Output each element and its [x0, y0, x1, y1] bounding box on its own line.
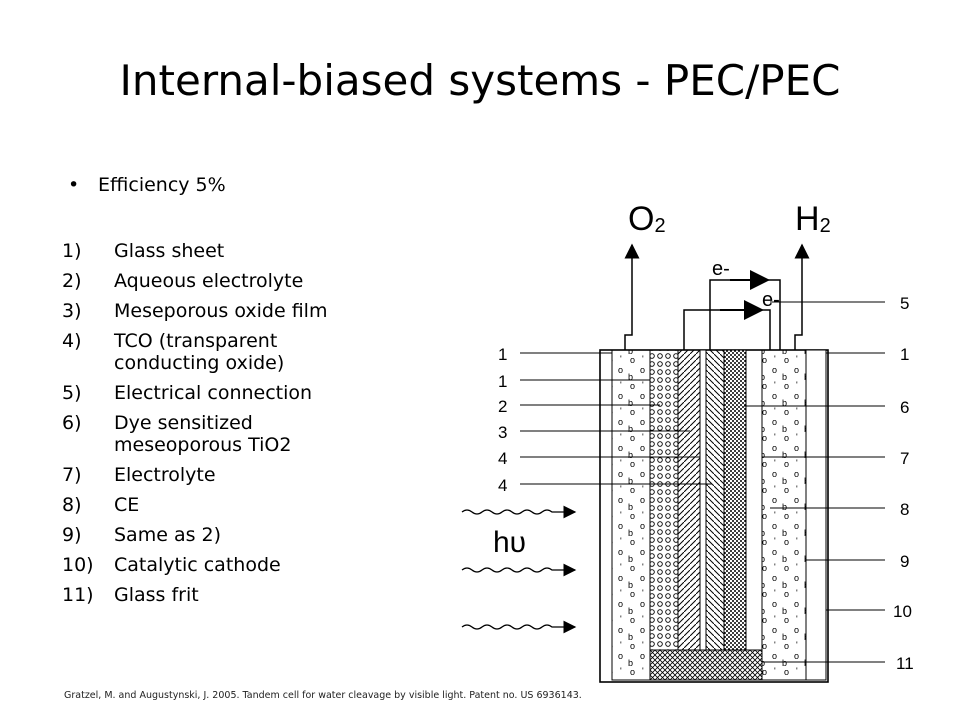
- list-number: 8): [62, 494, 82, 516]
- callout-label: 11: [896, 654, 914, 673]
- callout-label: 1: [498, 345, 507, 364]
- hydrogen-label: H2: [795, 200, 831, 238]
- efficiency-bullet: • Efficiency 5%: [68, 174, 226, 196]
- list-item: 5) Electrical connection: [62, 378, 374, 408]
- list-number: 3): [62, 300, 82, 322]
- callout-label: 1: [498, 372, 507, 391]
- list-text: Electrical connection: [114, 382, 313, 404]
- component-list: 1) Glass sheet 2) Aqueous electrolyte 3) Me…: [62, 236, 374, 610]
- list-number: 5): [62, 382, 82, 404]
- list-number: 7): [62, 464, 82, 486]
- bullet-dot-icon: •: [68, 174, 80, 196]
- callout-label: 4: [498, 449, 507, 468]
- left-callouts: 1 1 2 3 4 4: [498, 345, 712, 495]
- electron-label-bottom: e-: [762, 289, 780, 311]
- list-number: 11): [62, 584, 94, 606]
- electrical-connection: [683, 270, 781, 350]
- right-callouts: 5 1 6 7 8 9 10 11: [744, 294, 914, 673]
- callout-label: 5: [900, 294, 909, 313]
- electron-label-top: e-: [712, 258, 730, 280]
- list-item: 1) Glass sheet: [62, 236, 374, 266]
- incident-light-arrows: [461, 505, 577, 634]
- callout-label: 2: [498, 397, 507, 416]
- callout-label: 4: [498, 476, 507, 495]
- list-text: Meseporous oxide film: [114, 300, 328, 322]
- list-text: Catalytic cathode: [114, 554, 281, 576]
- callout-label: 7: [900, 449, 909, 468]
- list-number: 9): [62, 524, 82, 546]
- citation-text: Gratzel, M. and Augustynski, J. 2005. Ta…: [64, 690, 582, 701]
- list-number: 1): [62, 240, 82, 262]
- tandem-cell-diagram: o b ' o: [461, 200, 914, 683]
- list-number: 2): [62, 270, 82, 292]
- light-label: hυ: [493, 526, 526, 559]
- callout-label: 10: [893, 602, 912, 621]
- list-item: 7) Electrolyte: [62, 460, 374, 490]
- list-text: Glass sheet: [114, 240, 225, 262]
- callout-label: 6: [900, 398, 909, 417]
- list-text: CE: [114, 494, 140, 516]
- list-item: 4) TCO (transparent conducting oxide): [62, 326, 374, 378]
- callout-label: 9: [900, 552, 909, 571]
- list-number: 6): [62, 412, 82, 434]
- list-number: 4): [62, 330, 82, 352]
- list-text: Same as 2): [114, 524, 222, 546]
- oxygen-label: O2: [628, 200, 666, 238]
- slide-title: Internal-biased systems - PEC/PEC: [119, 56, 841, 105]
- list-item: 10) Catalytic cathode: [62, 550, 374, 580]
- cell-body: [599, 349, 829, 683]
- callout-label: 1: [900, 345, 909, 364]
- list-item: 9) Same as 2): [62, 520, 374, 550]
- list-item: 6) Dye sensitized meseoporous TiO2: [62, 408, 374, 460]
- callout-label: 8: [900, 500, 909, 519]
- gas-outlets: [624, 243, 810, 350]
- list-item: 3) Meseporous oxide film: [62, 296, 374, 326]
- list-text: Glass frit: [114, 584, 199, 606]
- list-text: Aqueous electrolyte: [114, 270, 304, 292]
- callout-label: 3: [498, 423, 507, 442]
- list-item: 2) Aqueous electrolyte: [62, 266, 374, 296]
- bullet-text: Efficiency 5%: [98, 174, 226, 196]
- list-item: 8) CE: [62, 490, 374, 520]
- list-number: 10): [62, 554, 94, 576]
- list-text: Dye sensitized meseoporous TiO2: [114, 412, 292, 456]
- list-text: Electrolyte: [114, 464, 216, 486]
- list-item: 11) Glass frit: [62, 580, 374, 610]
- list-text: TCO (transparent conducting oxide): [114, 330, 285, 374]
